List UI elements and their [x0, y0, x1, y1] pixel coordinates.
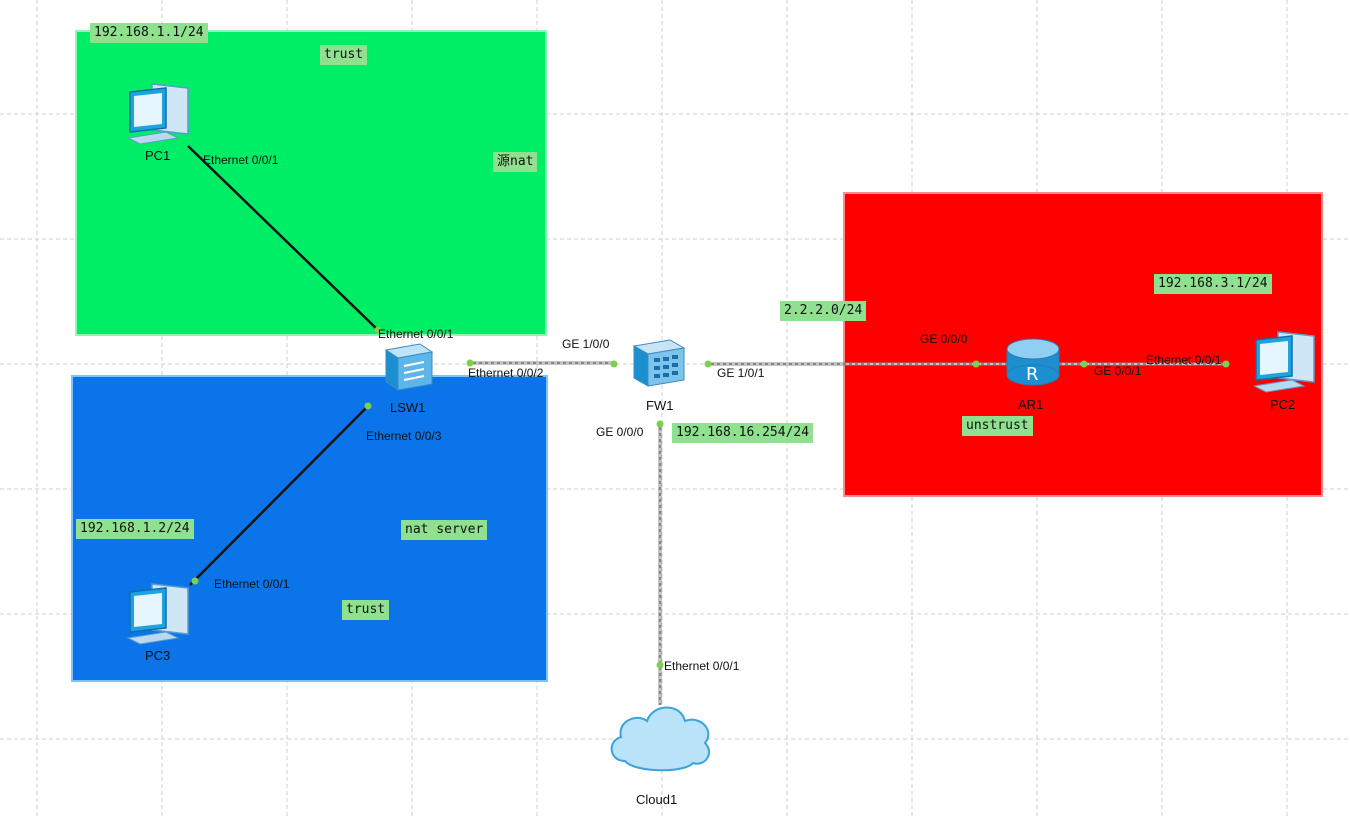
- lsw1-label: LSW1: [390, 400, 426, 415]
- port-label-cloud1: Ethernet 0/0/1: [664, 659, 740, 673]
- wan-network-tag: 2.2.2.0/24: [780, 301, 867, 321]
- fw1-label: FW1: [646, 398, 674, 413]
- untrust-zone[interactable]: [843, 192, 1323, 497]
- port-label-fw1-ge100: GE 1/0/0: [562, 337, 610, 351]
- link-pc1-lsw1: [187, 145, 381, 333]
- cloud1-device[interactable]: [605, 697, 715, 777]
- switch-icon: [384, 343, 434, 391]
- port-label-pc3: Ethernet 0/0/1: [214, 577, 290, 591]
- zone-tag-trust-bottom: trust: [342, 600, 390, 620]
- fw-dmz-tag: 192.168.16.254/24: [672, 423, 814, 443]
- subnet-tag-pc2: 192.168.3.1/24: [1154, 274, 1272, 294]
- pc2-device[interactable]: [1252, 330, 1318, 394]
- port-label-pc1: Ethernet 0/0/1: [203, 153, 279, 167]
- pc-icon: [1252, 331, 1315, 393]
- port-label-ar1-ge001: GE 0/0/1: [1094, 364, 1142, 378]
- port-label-lsw1-e1: Ethernet 0/0/1: [378, 327, 454, 341]
- zone-tag-trust-top: trust: [320, 45, 368, 65]
- nat-note-tag: 源nat: [493, 152, 538, 172]
- trust-zone-top[interactable]: [75, 30, 547, 336]
- pc1-device[interactable]: [126, 82, 196, 146]
- port-label-lsw1-e2: Ethernet 0/0/2: [468, 366, 544, 380]
- pc2-label: PC2: [1270, 397, 1296, 412]
- pc3-device[interactable]: [126, 582, 196, 646]
- nat-server-tag: nat server: [401, 520, 488, 540]
- port-label-fw1-ge000: GE 0/0/0: [596, 425, 644, 439]
- cloud1-label: Cloud1: [636, 792, 678, 807]
- fw1-device[interactable]: [630, 336, 688, 390]
- firewall-icon: [632, 339, 686, 387]
- pc-icon: [126, 583, 189, 645]
- cloud-icon: [610, 706, 711, 772]
- pc-icon: [126, 83, 189, 145]
- pc3-label: PC3: [145, 648, 171, 663]
- port-label-fw1-ge101: GE 1/0/1: [717, 366, 765, 380]
- link-lsw1-pc3: [189, 405, 369, 586]
- pc1-label: PC1: [145, 148, 171, 163]
- lsw1-device[interactable]: [380, 340, 436, 394]
- router-icon: R: [1006, 338, 1060, 386]
- ar1-device[interactable]: R: [1004, 335, 1062, 389]
- subnet-tag-pc1: 192.168.1.1/24: [90, 23, 208, 43]
- port-label-ar1-ge000: GE 0/0/0: [920, 332, 968, 346]
- port-label-lsw1-e3: Ethernet 0/0/3: [366, 429, 442, 443]
- zone-tag-untrust: unstrust: [962, 416, 1033, 436]
- svg-text:R: R: [1026, 364, 1039, 385]
- port-label-pc2: Ethernet 0/0/1: [1146, 353, 1222, 367]
- ar1-label: AR1: [1018, 397, 1044, 412]
- subnet-tag-pc3: 192.168.1.2/24: [76, 519, 194, 539]
